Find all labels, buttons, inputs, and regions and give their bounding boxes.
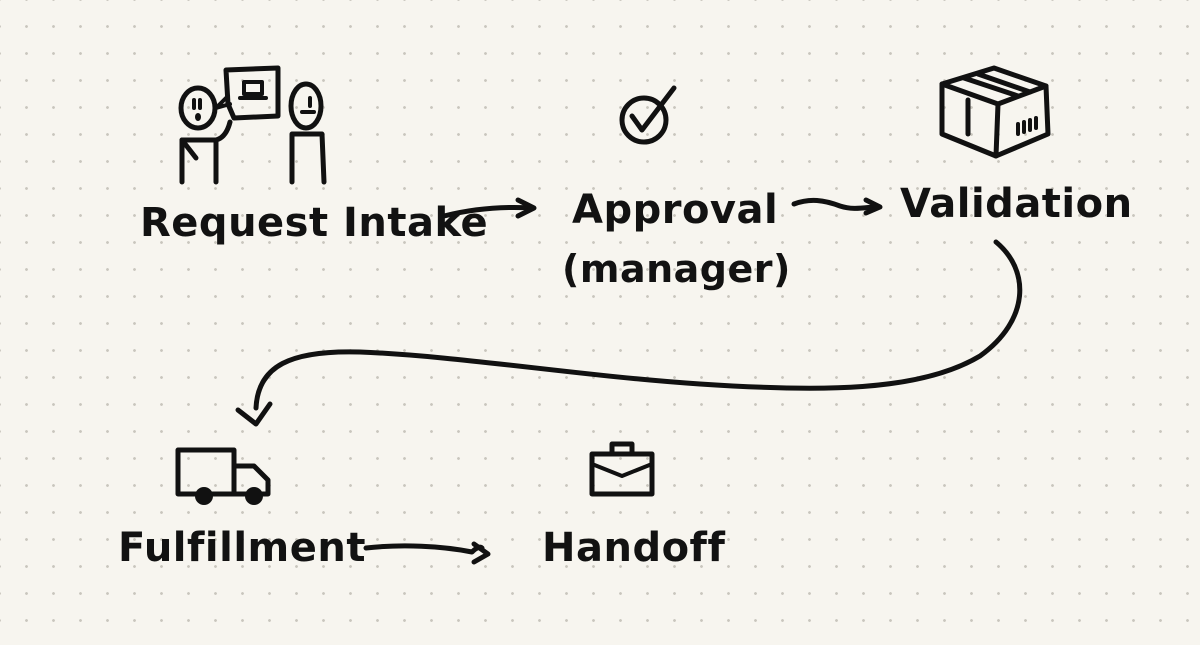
step-label-validation: Validation — [900, 181, 1133, 227]
arrow-intake-to-approval — [438, 196, 548, 230]
step-label-approval: Approval — [572, 187, 779, 233]
step-sublabel-approval: (manager) — [562, 247, 791, 291]
checkmark-circle-icon — [614, 84, 684, 158]
package-box-icon — [938, 64, 1054, 168]
arrow-approval-to-validation — [790, 194, 890, 228]
step-label-handoff: Handoff — [542, 525, 726, 571]
step-label-fulfillment: Fulfillment — [118, 525, 366, 571]
people-talking-icon — [168, 60, 338, 194]
step-label-request-intake: Request Intake — [140, 200, 489, 246]
briefcase-icon — [588, 440, 656, 504]
delivery-truck-icon — [172, 446, 276, 510]
arrow-fulfillment-to-handoff — [362, 536, 502, 570]
